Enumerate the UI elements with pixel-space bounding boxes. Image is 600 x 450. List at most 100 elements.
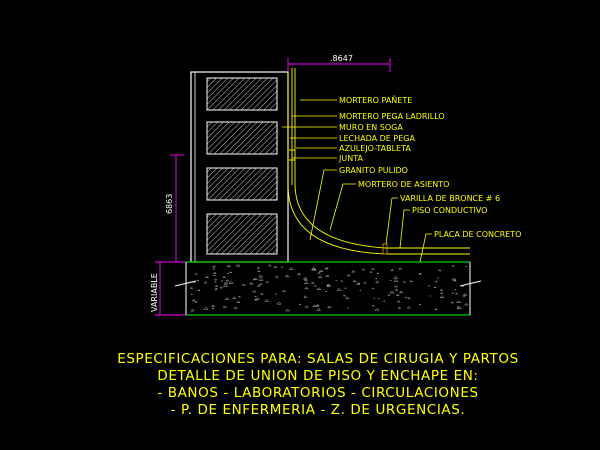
brick-4	[206, 213, 278, 255]
aggregate-speck	[429, 295, 432, 297]
aggregate-speck	[273, 265, 278, 268]
aggregate-speck	[451, 277, 457, 281]
aggregate-speck	[229, 271, 233, 274]
aggregate-speck	[342, 294, 347, 297]
aggregate-speck	[346, 274, 351, 277]
aggregate-speck	[361, 268, 366, 271]
aggregate-speck	[214, 287, 218, 290]
aggregate-speck	[335, 279, 338, 281]
aggregate-speck	[251, 290, 257, 293]
aggregate-speck	[310, 266, 317, 270]
aggregate-speck	[453, 279, 457, 282]
aggregate-speck	[191, 299, 196, 302]
aggregate-speck	[214, 285, 219, 287]
title-block: ESPECIFICACIONES PARA: SALAS DE CIRUGIA …	[117, 351, 518, 418]
aggregate-speck	[194, 272, 198, 275]
dimension-variable-label: VARIABLE	[150, 273, 159, 312]
aggregate-speck	[390, 269, 395, 271]
aggregate-speck	[205, 276, 210, 279]
aggregate-speck	[211, 304, 216, 307]
callout-varilla-de-bronce: VARILLA DE BRONCE # 6	[400, 194, 500, 203]
aggregate-speck	[257, 270, 261, 272]
aggregate-speck	[222, 283, 229, 287]
dimension-variable: VARIABLE	[150, 261, 186, 316]
aggregate-speck	[389, 279, 392, 281]
aggregate-speck	[358, 289, 362, 292]
aggregate-speck	[346, 307, 350, 309]
dimension-top-label: .8647	[330, 54, 353, 63]
aggregate-speck	[324, 267, 328, 270]
aggregate-speck	[369, 270, 373, 273]
aggregate-speck	[326, 284, 331, 287]
aggregate-speck	[336, 287, 342, 291]
aggregate-speck	[219, 286, 224, 289]
aggregate-speck	[211, 307, 215, 309]
callout-junta: JUNTA	[338, 154, 363, 163]
aggregate-speck	[303, 278, 309, 281]
aggregate-speck	[190, 293, 194, 295]
aggregate-speck	[252, 278, 257, 281]
aggregate-speck	[304, 305, 309, 308]
aggregate-speck	[377, 297, 380, 299]
aggregate-speck	[387, 294, 391, 296]
aggregate-speck	[324, 290, 328, 293]
aggregate-speck	[296, 272, 302, 275]
aggregate-speck	[418, 272, 423, 275]
aggregate-speck	[254, 295, 258, 298]
aggregate-speck	[251, 282, 254, 285]
aggregate-speck	[396, 300, 401, 303]
aggregate-speck	[303, 281, 309, 284]
aggregate-speck	[344, 296, 350, 299]
aggregate-speck	[394, 285, 399, 288]
aggregate-speck	[456, 300, 462, 303]
aggregate-speck	[463, 302, 469, 306]
aggregate-speck	[222, 305, 228, 308]
concrete-slab	[174, 261, 482, 316]
aggregate-speck	[304, 286, 309, 290]
aggregate-speck	[318, 269, 324, 273]
aggregate-speck	[285, 308, 291, 312]
aggregate-speck	[325, 266, 330, 269]
aggregate-speck	[276, 301, 282, 305]
aggregate-speck	[214, 288, 218, 291]
aggregate-speck	[235, 263, 241, 267]
aggregate-speck	[284, 274, 290, 277]
aggregate-speck	[462, 292, 468, 296]
aggregate-speck	[374, 277, 378, 280]
aggregate-speck	[344, 287, 348, 289]
aggregate-speck	[259, 292, 264, 295]
aggregate-speck	[303, 295, 308, 298]
aggregate-speck	[214, 281, 217, 283]
callout-labels: MORTERO PAÑETE MORTERO PEGA LADRILLO MUR…	[338, 95, 521, 239]
finish-layers	[287, 68, 470, 255]
aggregate-speck	[434, 280, 438, 283]
dimension-side-label: 6863	[165, 194, 174, 214]
aggregate-speck	[274, 293, 278, 295]
aggregate-speck	[371, 287, 375, 289]
aggregate-speck	[316, 287, 322, 291]
aggregate-speck	[264, 298, 270, 302]
aggregate-speck	[363, 281, 367, 284]
aggregate-speck	[189, 286, 194, 289]
aggregate-speck	[394, 288, 399, 291]
aggregate-speck	[389, 290, 395, 294]
aggregate-speck	[232, 296, 237, 299]
aggregate-speck	[409, 280, 414, 282]
brick-1	[206, 77, 278, 111]
aggregate-speck	[256, 284, 261, 287]
aggregate-speck	[197, 289, 201, 291]
aggregate-speck	[317, 275, 323, 278]
aggregate-speck	[237, 295, 242, 298]
aggregate-speck	[313, 284, 318, 287]
aggregate-speck	[398, 290, 404, 294]
aggregate-speck	[373, 297, 376, 299]
aggregate-speck	[456, 306, 462, 309]
aggregate-speck	[398, 267, 403, 270]
dimension-side: 6863	[165, 154, 184, 263]
callout-mortero-de-asiento: MORTERO DE ASIENTO	[358, 180, 449, 189]
aggregate-speck	[196, 279, 200, 282]
aggregate-speck	[461, 285, 465, 287]
aggregate-speck	[258, 277, 264, 281]
aggregate-speck	[433, 286, 437, 288]
